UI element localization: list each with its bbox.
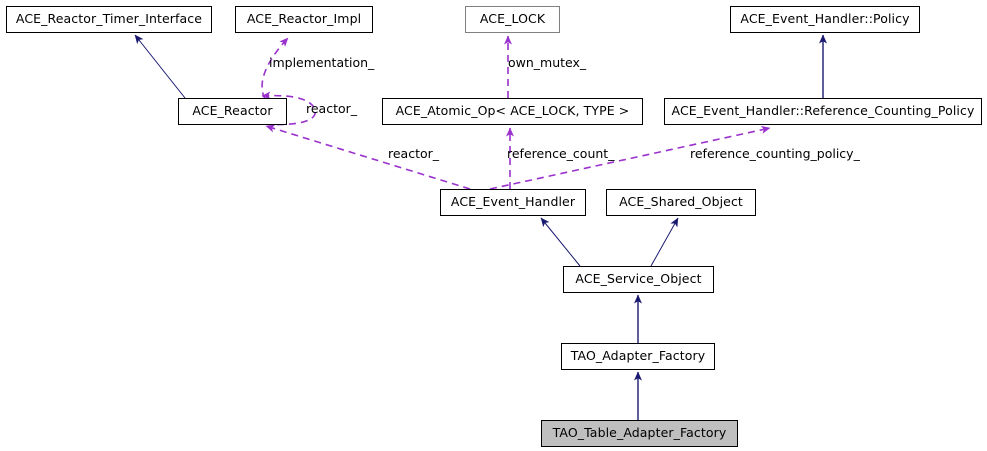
class-node-ace-reactor[interactable]: ACE_Reactor (178, 98, 287, 125)
class-node-ace-reactor-impl[interactable]: ACE_Reactor_Impl (235, 6, 373, 33)
class-node-ace-event-handler[interactable]: ACE_Event_Handler (440, 189, 586, 216)
edge-label-own-mutex: own_mutex_ (508, 55, 587, 70)
edge-label-reactor-self: reactor_ (306, 101, 358, 116)
class-node-ace-reactor-timer-interface[interactable]: ACE_Reactor_Timer_Interface (6, 6, 212, 33)
edge-eventhandler-to-reactor (265, 124, 471, 190)
edge-serviceobject-to-sharedobject (650, 217, 679, 267)
edge-label-reactor-association: reactor_ (388, 146, 440, 161)
class-node-ace-shared-object[interactable]: ACE_Shared_Object (606, 189, 756, 216)
edge-label-implementation: implementation_ (269, 55, 375, 70)
edge-reactor-to-timer-interface (134, 34, 186, 99)
class-node-ace-lock[interactable]: ACE_LOCK (465, 6, 560, 33)
edge-serviceobject-to-eventhandler (540, 217, 581, 267)
class-node-tao-table-adapter-factory: TAO_Table_Adapter_Factory (541, 420, 738, 447)
class-node-tao-adapter-factory[interactable]: TAO_Adapter_Factory (561, 343, 715, 370)
class-node-ace-atomic-op[interactable]: ACE_Atomic_Op< ACE_LOCK, TYPE > (382, 98, 643, 125)
class-node-ace-service-object[interactable]: ACE_Service_Object (563, 266, 714, 293)
edge-reactor-self-reactor (252, 91, 317, 126)
edge-label-reference-count: reference_count_ (507, 146, 615, 161)
class-node-ace-event-handler-policy[interactable]: ACE_Event_Handler::Policy (730, 6, 920, 33)
class-node-ace-event-handler-reference-counting-policy[interactable]: ACE_Event_Handler::Reference_Counting_Po… (664, 98, 982, 125)
edge-label-reference-counting-policy: reference_counting_policy_ (690, 146, 860, 161)
